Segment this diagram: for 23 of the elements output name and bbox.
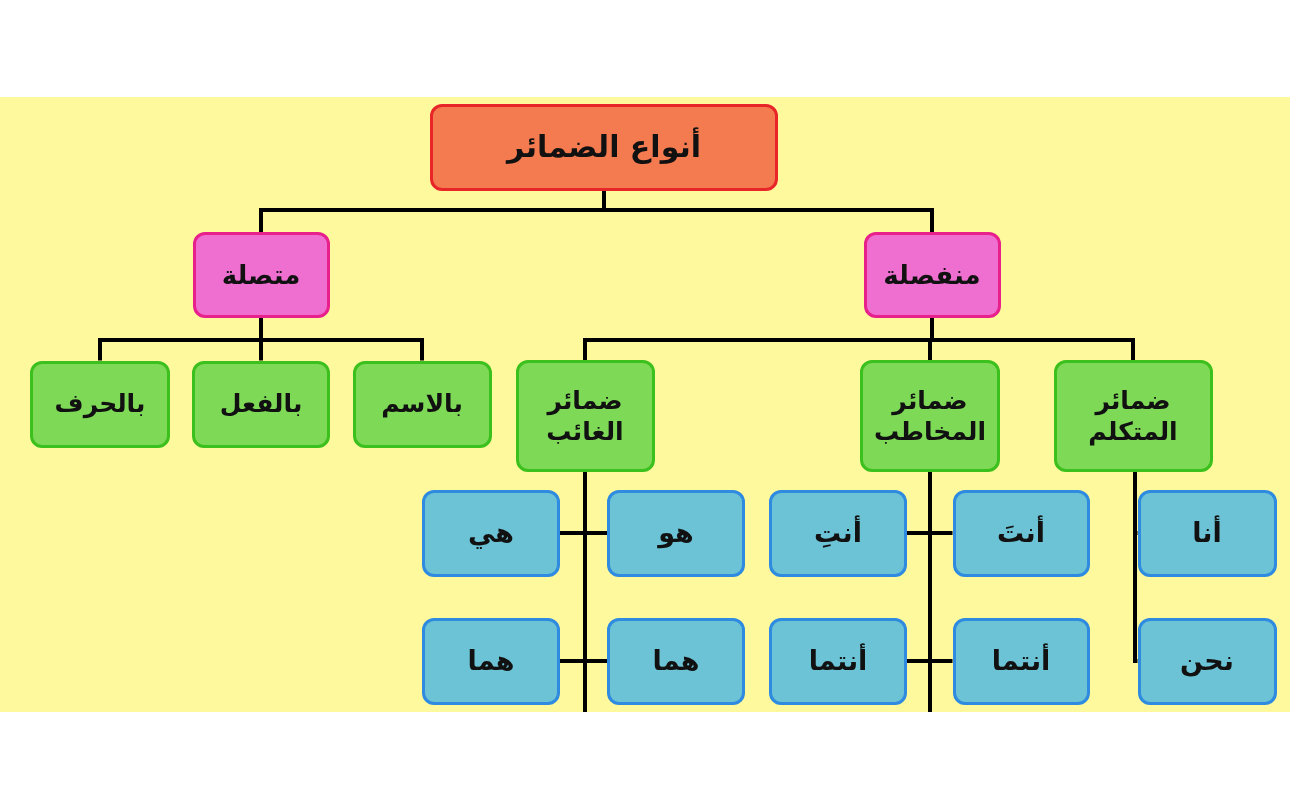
- category-box: بالاسم: [352, 360, 492, 448]
- category-box: ضمائر المخاطب: [860, 360, 1000, 472]
- title-box: أنواع الضمائر: [430, 103, 778, 191]
- connector-line: [930, 318, 1135, 360]
- pronoun-box: أنتَ: [952, 489, 1090, 577]
- connector-line: [602, 190, 934, 232]
- category-box: بالفعل: [192, 360, 330, 448]
- pronoun-box: هو: [607, 489, 745, 577]
- pronoun-box: أنتِ: [769, 489, 907, 577]
- pronoun-box: هما: [422, 617, 560, 705]
- pronoun-box: نحن: [1137, 617, 1277, 705]
- pronoun-box: أنتما: [952, 617, 1090, 705]
- category-box: متصلة: [192, 232, 330, 318]
- pronoun-box: أنتما: [769, 617, 907, 705]
- pronoun-box: هما: [607, 617, 745, 705]
- category-box: ضمائر المتكلم: [1053, 360, 1213, 472]
- pronoun-box: أنا: [1137, 489, 1277, 577]
- connector-line: [1133, 472, 1138, 663]
- connector-line: [259, 318, 424, 361]
- pronoun-box: هي: [422, 489, 560, 577]
- category-box: ضمائر الغائب: [515, 360, 655, 472]
- category-box: بالحرف: [30, 360, 170, 448]
- category-box: منفصلة: [863, 232, 1001, 318]
